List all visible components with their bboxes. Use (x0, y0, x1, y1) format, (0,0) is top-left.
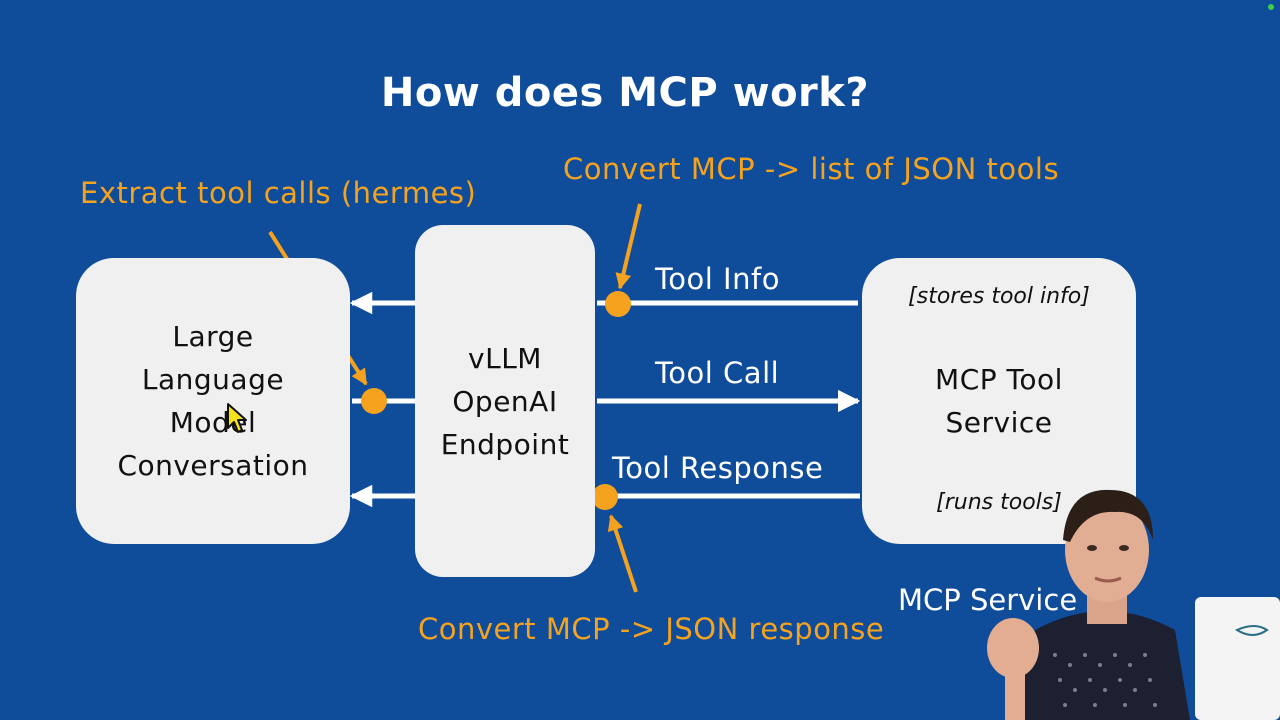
dot-extract (361, 388, 387, 414)
annotation-convert-tools: Convert MCP -> list of JSON tools (563, 152, 1060, 186)
presenter-webcam (975, 480, 1280, 720)
presenter-image (987, 489, 1280, 720)
mcp-service-overlay-label: MCP Service (898, 583, 1078, 617)
dot-convert-tools (605, 291, 631, 317)
pointer-convert-response (607, 514, 638, 593)
vllm-endpoint-box: vLLM OpenAI Endpoint (415, 225, 595, 577)
vllm-box-label: vLLM OpenAI Endpoint (440, 341, 570, 461)
mcp-tool-service-box: [stores tool info] MCP Tool Service [run… (862, 258, 1136, 544)
mcp-note-runs: [runs tools] (936, 490, 1062, 515)
pointer-convert-tools (615, 203, 642, 290)
tool-response-label: Tool Response (612, 451, 824, 485)
mouse-cursor-icon (227, 403, 247, 433)
llm-conversation-box: Large Language Model Conversation (76, 258, 350, 544)
mcp-box-label: MCP Tool Service (935, 363, 1063, 439)
recording-indicator-icon (1268, 4, 1274, 10)
annotation-convert-response: Convert MCP -> JSON response (418, 612, 885, 646)
annotation-extract-tool-calls: Extract tool calls (hermes) (80, 176, 477, 210)
llm-box-label: Large Language Model Conversation (117, 320, 309, 482)
tool-info-label: Tool Info (655, 262, 780, 296)
mcp-note-stores: [stores tool info] (908, 284, 1090, 309)
dot-convert-response (592, 484, 618, 510)
tool-call-label: Tool Call (655, 356, 780, 390)
slide-title: How does MCP work? (380, 70, 870, 116)
